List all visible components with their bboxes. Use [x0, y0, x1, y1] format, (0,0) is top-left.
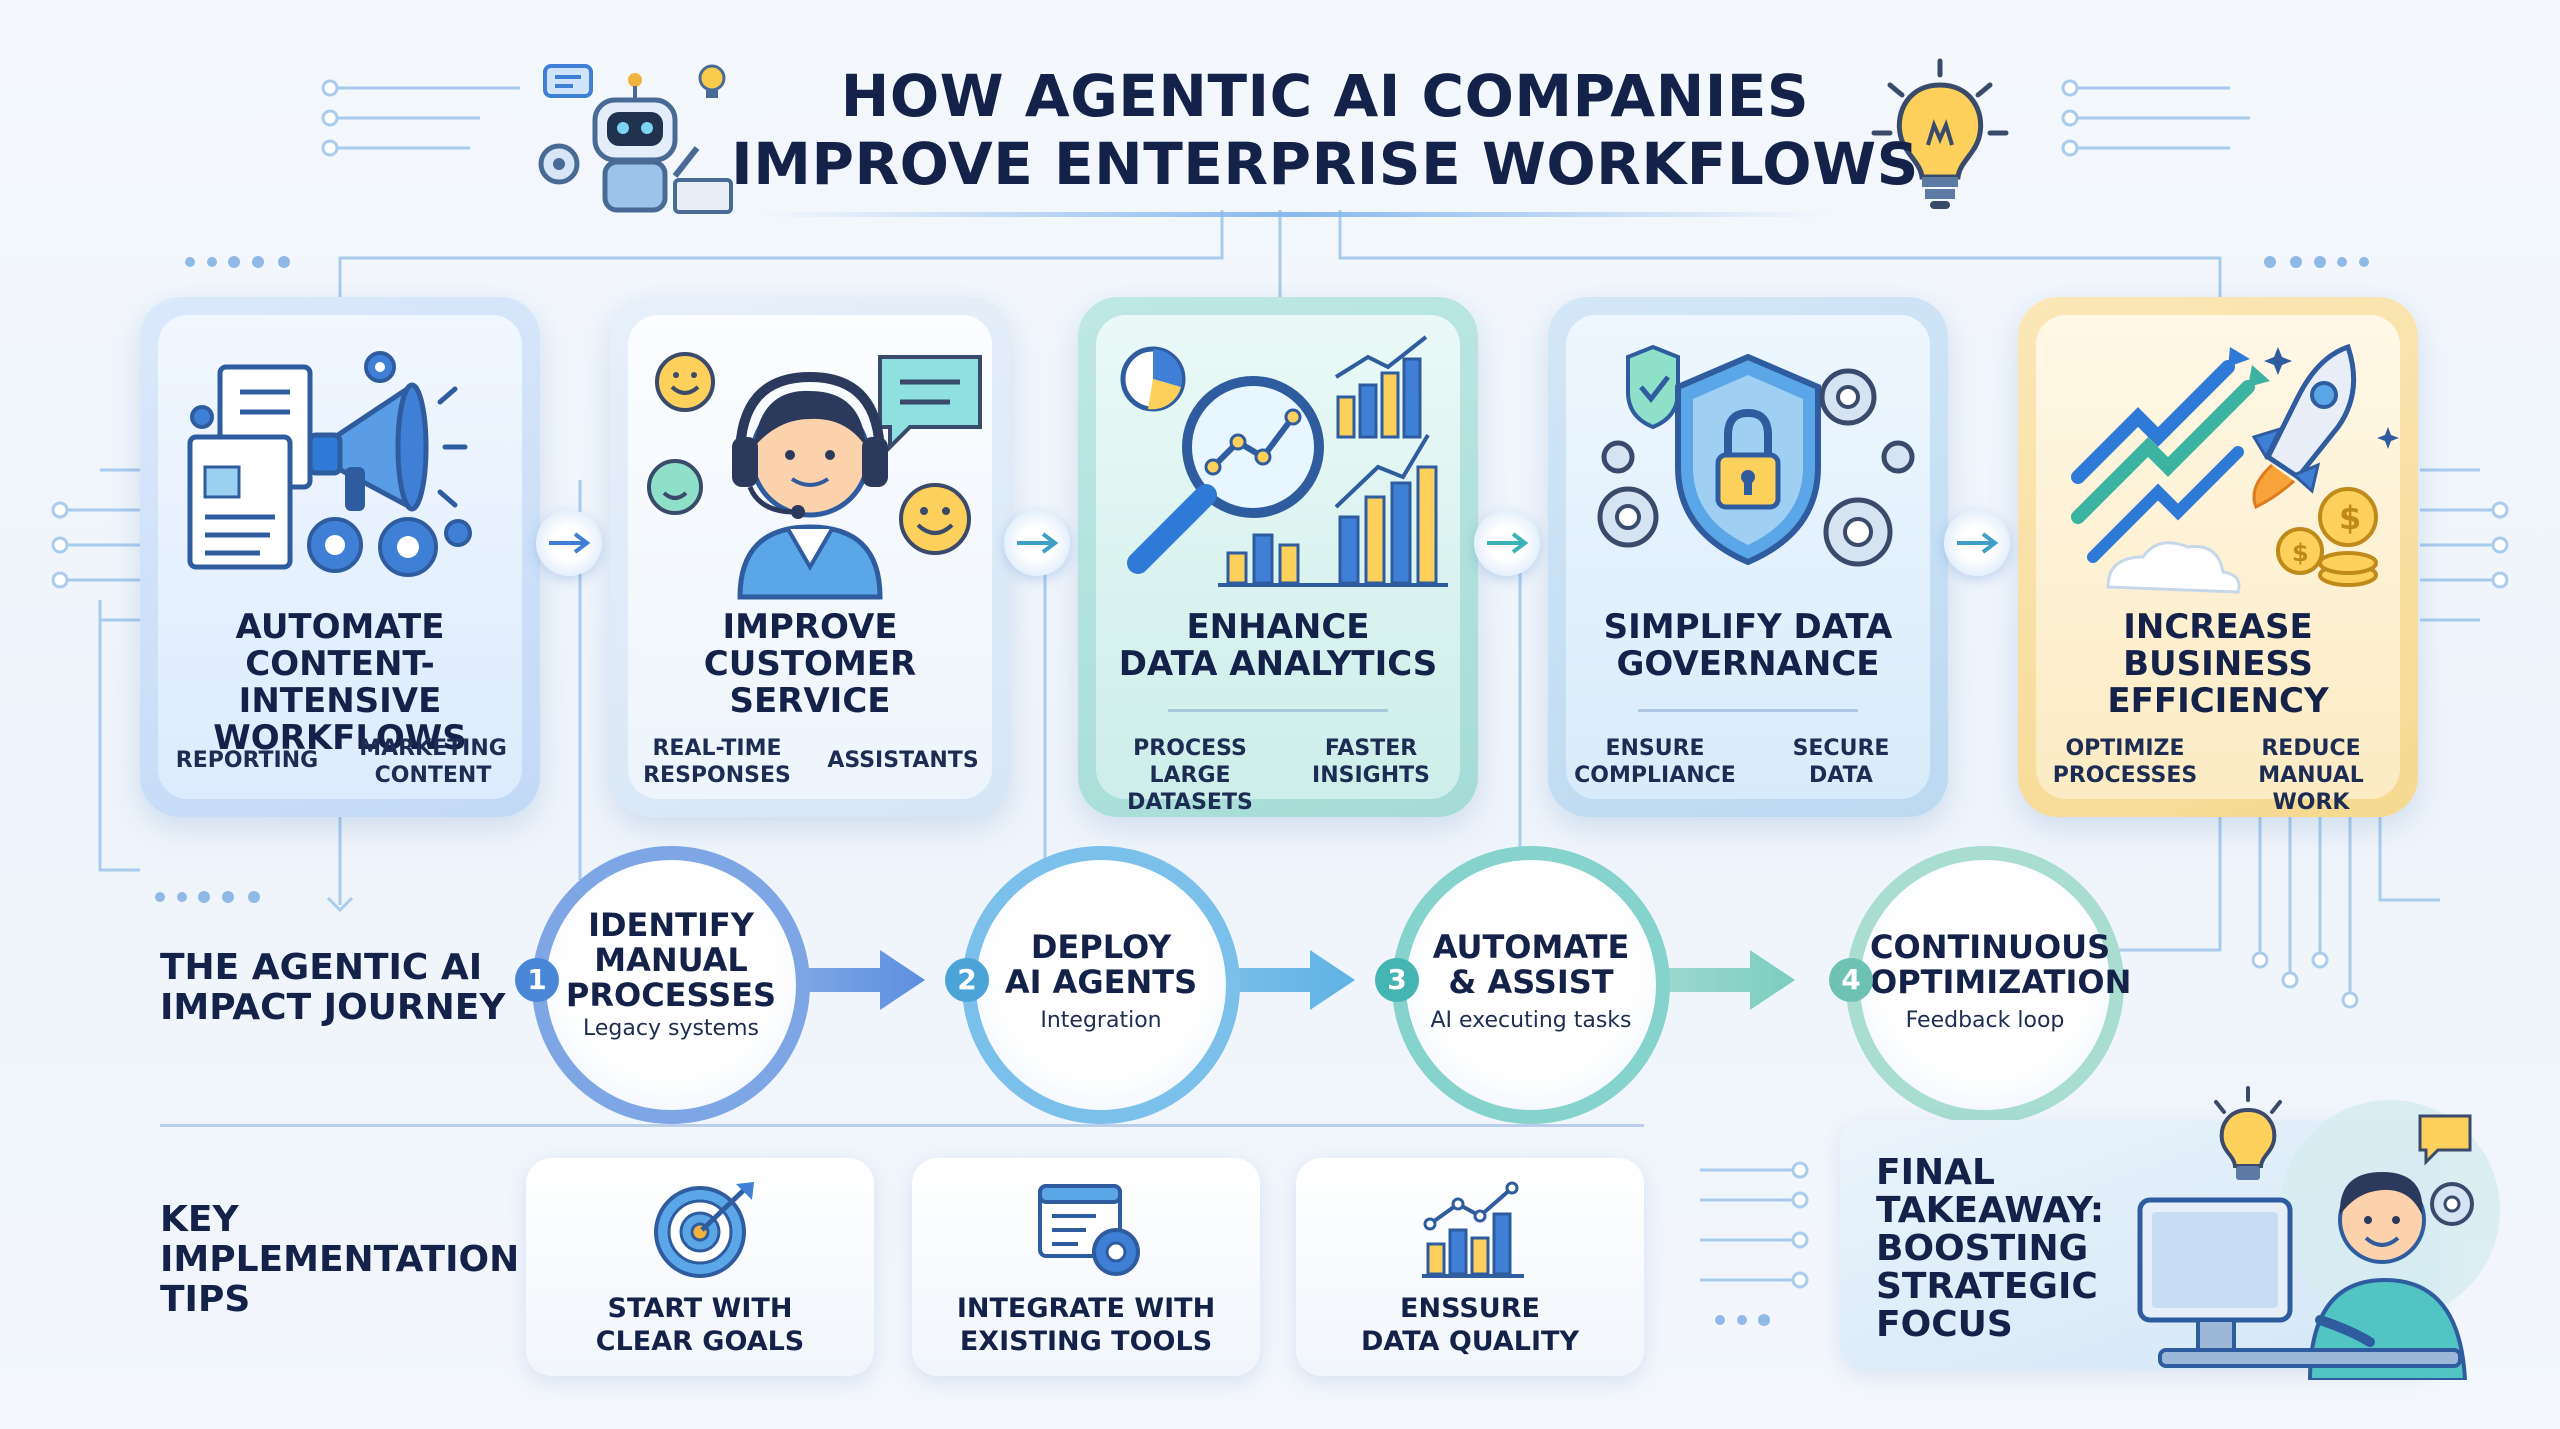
bar-chart-icon: [1422, 1181, 1524, 1278]
final-takeaway-text: FINAL TAKEAWAY: BOOSTING STRATEGIC FOCUS: [1876, 1152, 2105, 1345]
step-number-4: 4: [1829, 958, 1873, 1002]
target-icon: [654, 1182, 754, 1278]
step-description: Integration: [1040, 1008, 1162, 1033]
window-gear-icon: [1038, 1184, 1140, 1276]
step-title: DEPLOY AI AGENTS: [1004, 928, 1198, 1001]
shield-lock-icon: [1597, 344, 1915, 567]
title-line-2: IMPROVE ENTERPRISE WORKFLOWS: [731, 130, 1919, 198]
svg-text:$: $: [2292, 539, 2309, 567]
benefit-sub-left: REPORTING: [175, 748, 319, 773]
journey-step-4: CONTINUOUS OPTIMIZATION Feedback loop: [1846, 846, 2132, 1124]
journey-step-2: DEPLOY AI AGENTS Integration: [962, 846, 1240, 1124]
arrow-right-icon: [1487, 532, 1529, 554]
arrow-right-icon: [549, 532, 591, 554]
benefit-title: ENHANCE DATA ANALYTICS: [1118, 607, 1438, 684]
arrow-right-icon: [1957, 532, 1999, 554]
benefit-card-business-efficiency: $ $ INCREASE BUSINESS EFFICIENCY OPTIMIZ…: [2018, 297, 2418, 817]
section-divider: [160, 1124, 1644, 1127]
step-title: AUTOMATE & ASSIST: [1432, 928, 1630, 1001]
lightbulb-icon: [1871, 58, 2009, 209]
tips-label: KEY IMPLEMENTATION TIPS: [160, 1199, 520, 1320]
support-agent-icon: [647, 352, 982, 600]
step-title: CONTINUOUS OPTIMIZATION: [1870, 928, 2132, 1001]
benefit-divider: [1168, 709, 1388, 712]
card-arrow-1: [536, 510, 602, 576]
svg-text:$: $: [2339, 499, 2361, 537]
journey-step-3: AUTOMATE & ASSIST AI executing tasks: [1392, 846, 1670, 1124]
step-number-2: 2: [945, 958, 989, 1002]
rocket-growth-icon: $ $: [2071, 343, 2399, 594]
person-at-computer-icon: [2137, 1086, 2500, 1380]
step-number-1: 1: [515, 958, 559, 1002]
step-title: IDENTIFY MANUAL PROCESSES: [565, 906, 777, 1014]
page-title: HOW AGENTIC AI COMPANIES IMPROVE ENTERPR…: [700, 62, 1950, 198]
step-number-3: 3: [1375, 958, 1419, 1002]
card-arrow-3: [1474, 510, 1540, 576]
benefit-divider: [1638, 709, 1858, 712]
benefit-title: SIMPLIFY DATA GOVERNANCE: [1603, 607, 1893, 684]
benefit-title: AUTOMATE CONTENT-INTENSIVE WORKFLOWS: [213, 607, 467, 758]
step-description: AI executing tasks: [1430, 1008, 1632, 1033]
benefit-card-automate-content: AUTOMATE CONTENT-INTENSIVE WORKFLOWS REP…: [140, 297, 540, 817]
benefit-title: INCREASE BUSINESS EFFICIENCY: [2107, 607, 2329, 721]
benefit-sub-right: ASSISTANTS: [827, 748, 979, 773]
card-arrow-4: [1944, 510, 2010, 576]
card-arrow-2: [1004, 510, 1070, 576]
megaphone-documents-icon: [187, 351, 472, 577]
title-underline: [760, 212, 1830, 217]
magnifier-chart-icon: [1120, 335, 1448, 587]
journey-label: THE AGENTIC AI IMPACT JOURNEY: [160, 947, 506, 1028]
robot-icon: [538, 64, 733, 214]
arrow-right-icon: [1017, 532, 1059, 554]
step-description: Legacy systems: [583, 1016, 759, 1041]
journey-arrows: [790, 950, 1795, 1010]
title-line-1: HOW AGENTIC AI COMPANIES: [840, 62, 1810, 130]
benefit-title: IMPROVE CUSTOMER SERVICE: [703, 607, 917, 721]
step-description: Feedback loop: [1905, 1008, 2065, 1033]
journey-step-1: IDENTIFY MANUAL PROCESSES Legacy systems: [532, 846, 810, 1124]
